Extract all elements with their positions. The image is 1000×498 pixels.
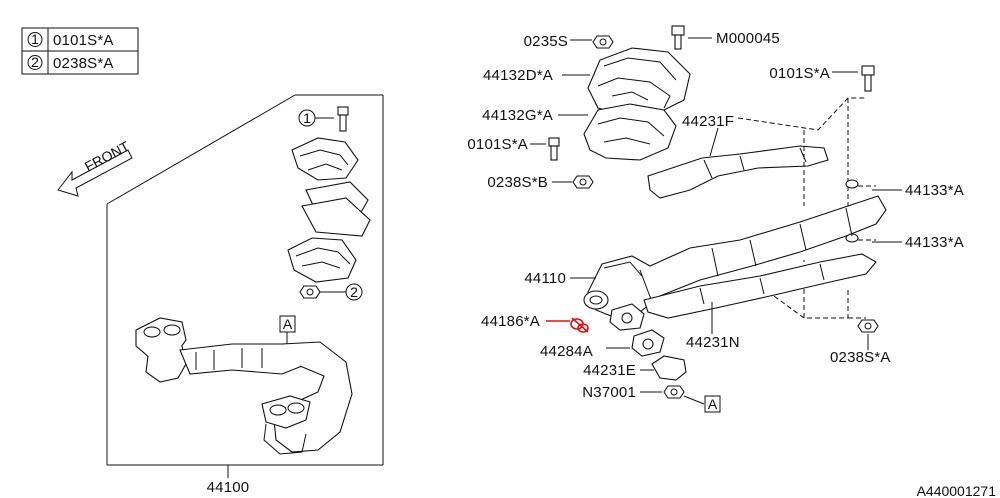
legend-circle-2 (27, 55, 43, 70)
label-44132G: 44132G*A (482, 107, 553, 124)
label-44133-2: 44133*A (905, 234, 964, 251)
label-44231N: 44231N (686, 334, 740, 351)
callout-1-num: 1 (303, 110, 311, 126)
nut-0238S-B (572, 175, 594, 189)
bolt-M000045 (671, 25, 685, 50)
y-pipe-assembly (135, 317, 353, 455)
label-44284: 44284A (540, 343, 593, 360)
label-44186: 44186*A (481, 313, 540, 330)
ref-box-a-right-label: A (708, 396, 718, 412)
lower-heat-shield (287, 237, 357, 283)
arrow-icon (57, 149, 133, 197)
label-0238S-A: 0238S*A (830, 349, 891, 366)
front-direction-arrow: FRONT (57, 138, 133, 197)
flange-gasket (609, 303, 645, 331)
gasket-plate-2 (301, 197, 371, 237)
ref-box-a-right: A (704, 395, 721, 413)
legend-circle-1 (27, 32, 43, 47)
label-N37001: N37001 (582, 384, 636, 401)
callout-2-num: 2 (350, 284, 358, 300)
bracket-44231N (643, 253, 877, 319)
bolt-0101S-mid (548, 137, 560, 161)
bracket-44231F (647, 145, 829, 199)
legend-code-2: 0238S*A (53, 55, 114, 72)
legend-num-1: 1 (31, 31, 39, 47)
ref-box-a-left: A (279, 315, 296, 346)
label-0235S: 0235S (524, 33, 568, 50)
upper-heat-shield (291, 137, 359, 181)
front-label: FRONT (82, 138, 132, 175)
callout-1: 1 (298, 106, 349, 132)
legend-table: 1 0101S*A 2 0238S*A (21, 27, 139, 75)
nut-0238S-A (857, 319, 879, 333)
ref-box-a-left-label: A (283, 316, 293, 332)
label-M000045: M000045 (716, 30, 780, 47)
part-number-44100: 44100 (207, 479, 250, 496)
nut-0235S (592, 35, 614, 49)
label-44231F: 44231F (682, 113, 734, 130)
label-0101S-mid: 0101S*A (467, 136, 528, 153)
label-44132D: 44132D*A (483, 67, 553, 84)
legend-code-1: 0101S*A (53, 32, 114, 49)
diagram-id: A440001271 (917, 483, 997, 498)
legend-num-2: 2 (31, 54, 39, 70)
label-0101S-top: 0101S*A (769, 65, 830, 82)
label-44133-1: 44133*A (905, 182, 964, 199)
nut-icon (299, 285, 321, 299)
nut-N37001 (663, 385, 685, 399)
highlighted-part-44186[interactable] (546, 317, 589, 333)
washer-44133-1 (845, 179, 859, 189)
callout-2: 2 (299, 283, 363, 301)
label-44231E: 44231E (583, 362, 636, 379)
bolt-0101S-top (861, 65, 875, 92)
bolt-icon (337, 106, 349, 132)
label-0238S-B: 0238S*B (487, 174, 548, 191)
dashed-outline (737, 97, 876, 319)
heat-shield-44132G (583, 103, 677, 161)
gasket-44284 (631, 329, 665, 357)
bracket-44231E (651, 355, 687, 381)
left-assembly-frame (106, 94, 384, 478)
label-44110: 44110 (524, 270, 566, 287)
